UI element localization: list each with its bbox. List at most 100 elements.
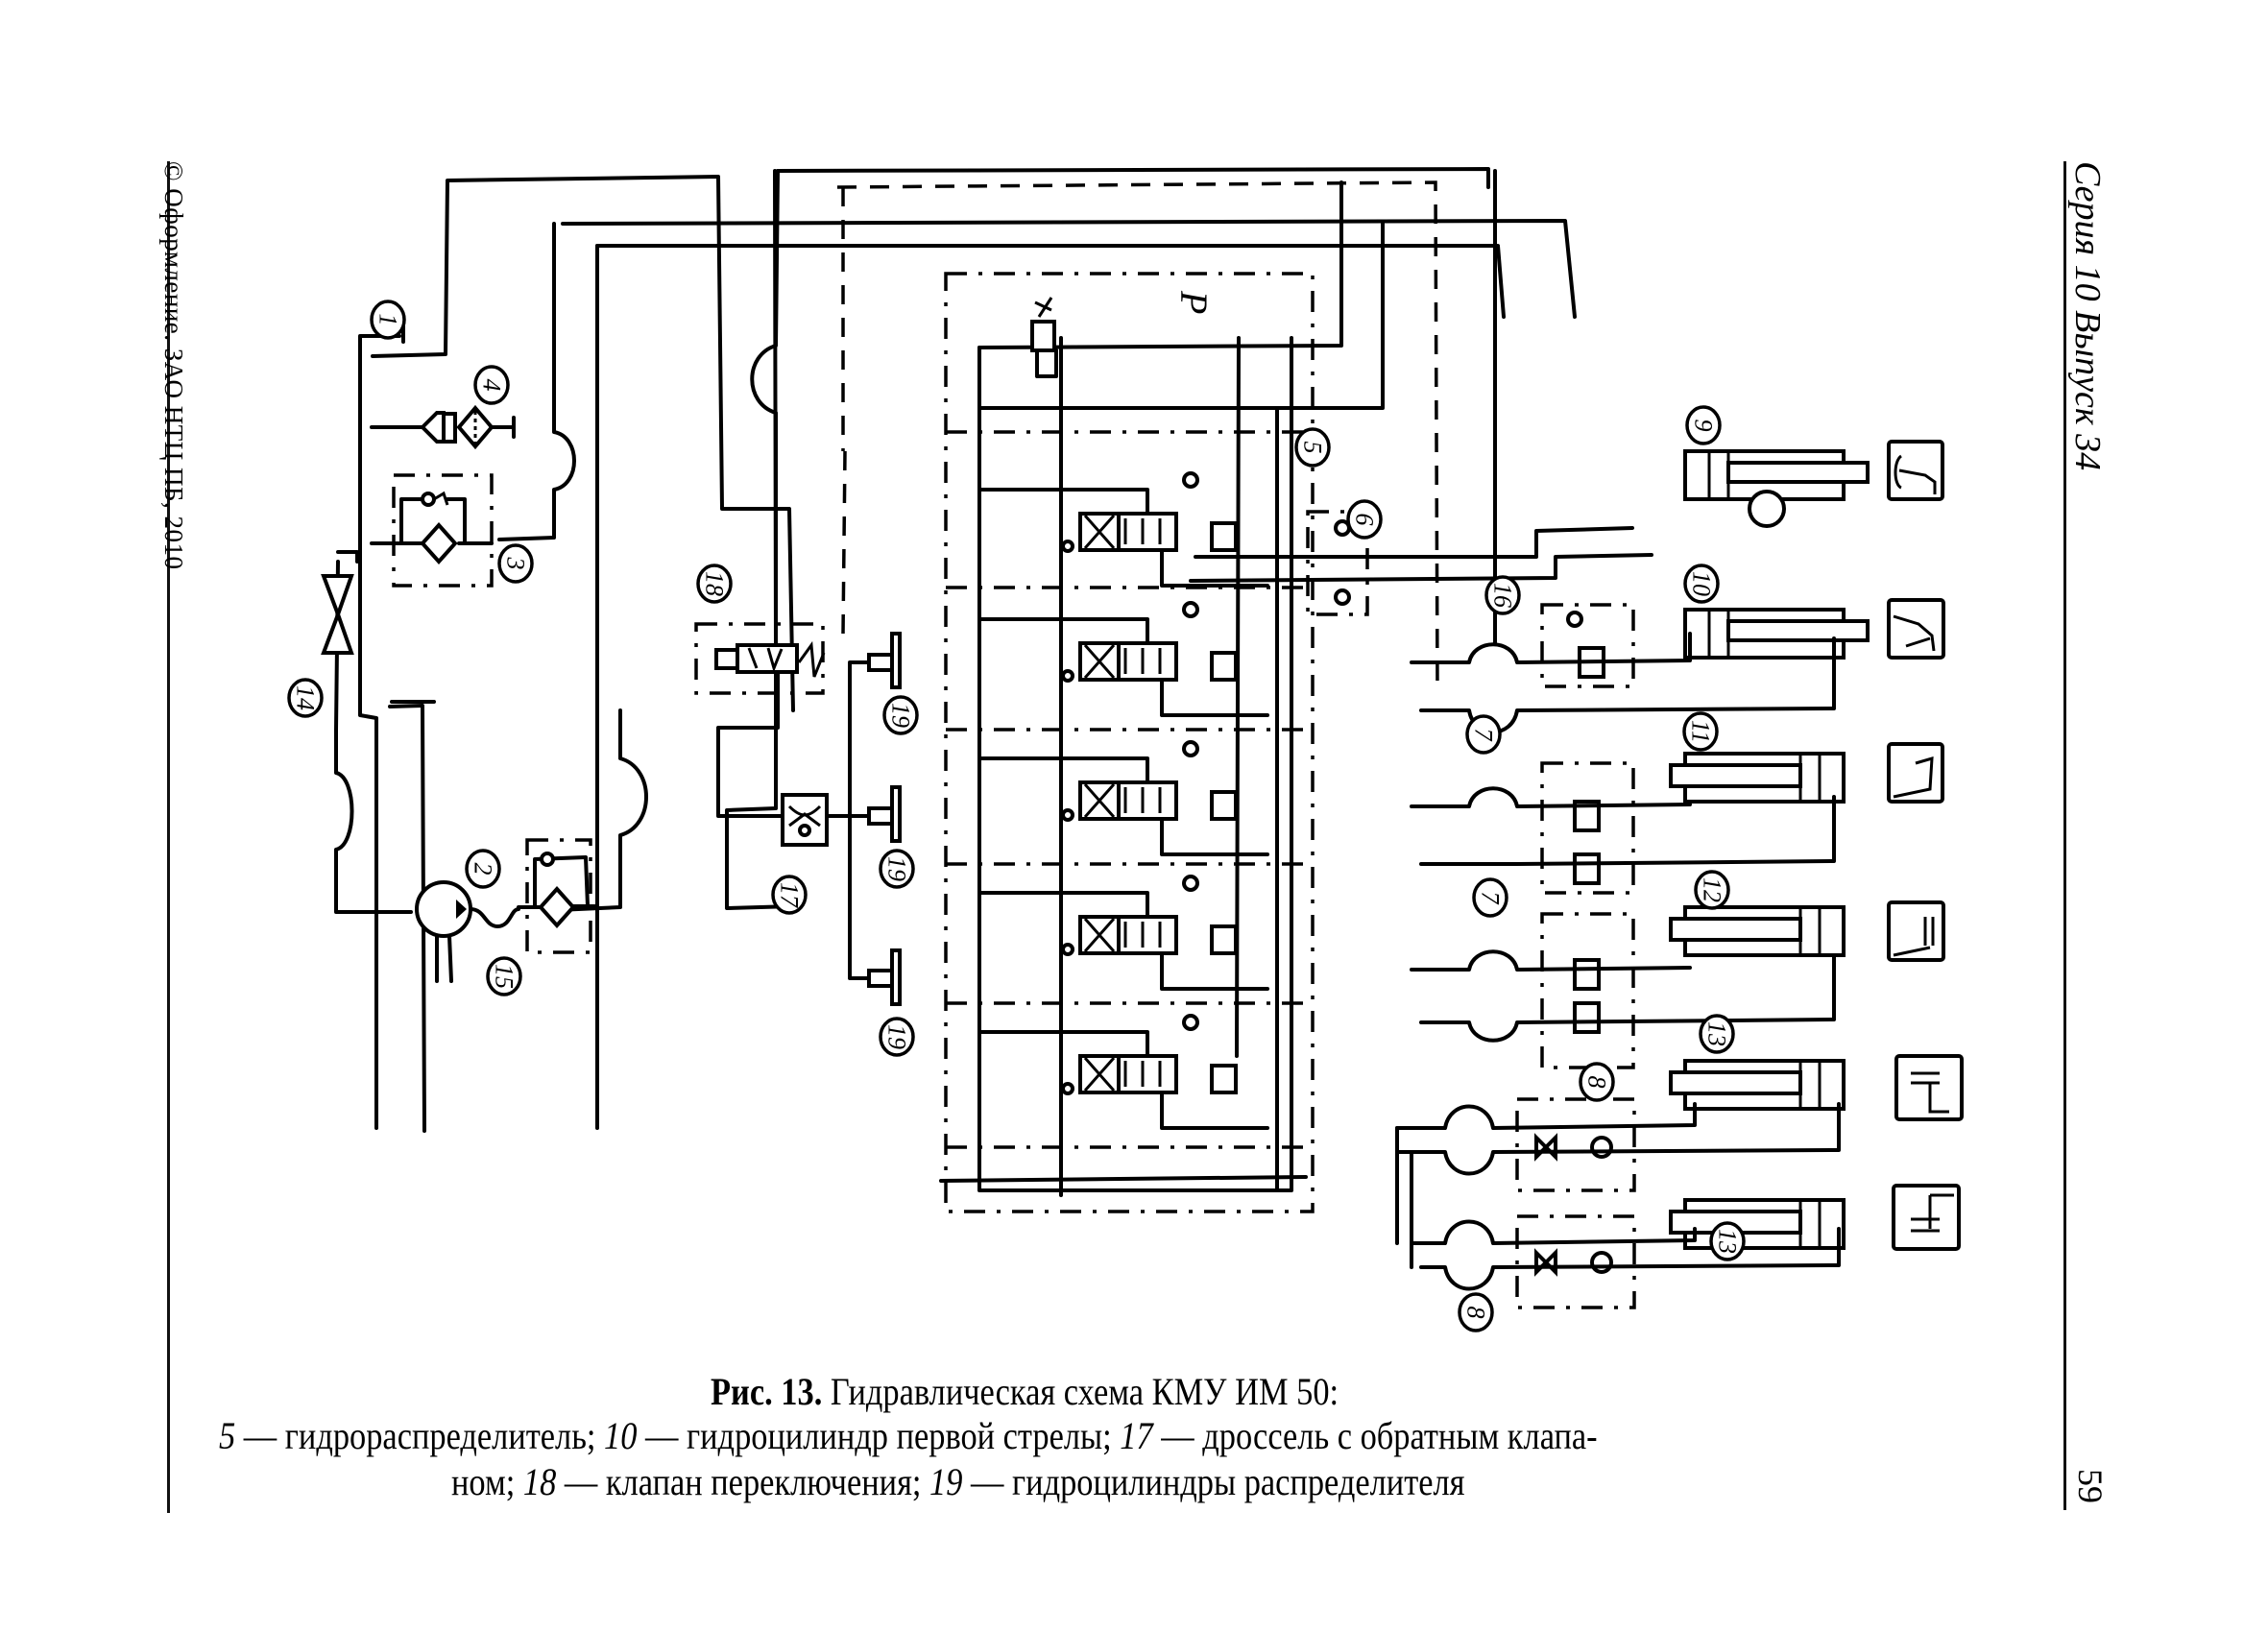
figure-title: Гидравлическая схема КМУ ИМ 50:: [822, 1370, 1339, 1413]
pressure-filter-15: [517, 838, 597, 954]
position-label: 19: [879, 1017, 915, 1057]
function-icons: [1887, 440, 1964, 1251]
position-label: 11: [1682, 711, 1719, 752]
position-label: 16: [1484, 575, 1521, 615]
hydraulic-cylinder: [1669, 905, 1846, 957]
legend-text: — гидроцилиндр первой стрелы;: [637, 1414, 1121, 1457]
second-boom-icon: [1887, 742, 1944, 804]
position-label-number: 15: [491, 964, 519, 989]
outrigger-right-icon: [1892, 1184, 1961, 1251]
legend-num: 17: [1120, 1414, 1153, 1457]
hydraulic-cylinder: [1669, 1059, 1846, 1111]
position-label-number: 7: [1477, 892, 1505, 905]
page-number: 59: [2071, 1469, 2110, 1503]
legend-text: — гидрораспределитель;: [235, 1414, 605, 1457]
legend-text: — дроссель с обратным клапа-: [1152, 1414, 1598, 1457]
position-label-number: 18: [701, 571, 729, 596]
position-label: 6: [1346, 499, 1383, 540]
position-label-number: 17: [776, 882, 804, 908]
hydraulic-locks-8: [1395, 1097, 1841, 1309]
legend-text: ном;: [451, 1460, 523, 1503]
position-label-number: 6: [1351, 514, 1379, 526]
position-label: 13: [1699, 1014, 1735, 1054]
outrigger-left-icon: [1894, 1054, 1964, 1121]
telescope-icon: [1887, 900, 1945, 962]
pump-2: [415, 880, 520, 983]
spool-section: [977, 601, 1269, 717]
slewing-motor: [1748, 490, 1786, 528]
spool-section: [977, 875, 1269, 991]
left-margin-rule: [167, 161, 170, 1513]
position-label-number: 8: [1462, 1307, 1490, 1319]
position-label: 13: [1709, 1221, 1746, 1261]
hydraulic-cylinder: [1683, 608, 1870, 660]
position-label-number: 16: [1489, 583, 1517, 608]
position-label: 7: [1465, 714, 1502, 755]
legend-text: — клапан переключения;: [556, 1460, 930, 1503]
figure-caption-title: Рис. 13. Гидравлическая схема КМУ ИМ 50:: [711, 1373, 1339, 1411]
position-label-number: 13: [1714, 1229, 1742, 1254]
hydraulic-cylinder: [1669, 752, 1846, 804]
hydraulic-schematic: P: [287, 167, 1964, 1332]
position-label-number: 11: [1687, 720, 1715, 743]
position-label: 14: [287, 678, 324, 718]
legend-num: 10: [604, 1414, 638, 1457]
position-label: 7: [1472, 877, 1508, 918]
position-label: 15: [486, 956, 522, 996]
legend-num: 5: [219, 1414, 236, 1457]
actuator-cylinders: [1669, 449, 1870, 1250]
legend-text: — гидроцилиндры распределителя: [962, 1460, 1465, 1503]
position-label-number: 7: [1470, 729, 1498, 742]
position-label: 9: [1685, 405, 1722, 445]
position-label: 12: [1694, 870, 1730, 910]
position-label: 2: [465, 849, 501, 889]
supply-lines: [334, 167, 1577, 1133]
position-label-number: 19: [883, 856, 911, 881]
legend-num: 19: [929, 1460, 963, 1503]
spool-sections: [977, 471, 1269, 1130]
legend-num: 18: [522, 1460, 557, 1503]
position-label-number: 12: [1699, 877, 1726, 902]
position-label-number: 8: [1583, 1076, 1611, 1089]
hydraulic-cylinder: [1683, 449, 1870, 501]
pressure-port-letter: P: [1172, 290, 1216, 314]
position-label-number: 13: [1703, 1021, 1731, 1046]
air-filter-4: [370, 404, 516, 450]
position-label-number: 4: [478, 379, 506, 392]
figure-caption-legend-line-2: ном; 18 — клапан переключения; 19 — гидр…: [451, 1463, 1465, 1501]
position-label: 18: [696, 564, 733, 604]
spool-section: [977, 740, 1269, 856]
position-label-number: 1: [374, 314, 402, 326]
position-label-number: 5: [1299, 442, 1327, 454]
shuttle-valve-6: [1189, 510, 1653, 616]
position-label: 4: [473, 365, 510, 405]
throttle-check-17: [781, 793, 829, 847]
right-margin-rule: [2063, 161, 2066, 1510]
position-label-number: 3: [502, 557, 530, 570]
position-label: 19: [882, 695, 919, 735]
return-filter-3: [370, 473, 494, 588]
distributor-cylinders-19: [825, 632, 902, 1006]
switching-valve-18: [694, 169, 847, 818]
position-label: 1: [370, 300, 406, 340]
figure-caption-legend-line-1: 5 — гидрораспределитель; 10 — гидроцилин…: [219, 1417, 1598, 1455]
position-label-number: 14: [292, 685, 320, 710]
position-label: 3: [497, 543, 534, 584]
position-label-number: 10: [1688, 571, 1716, 596]
spool-section: [977, 471, 1269, 588]
position-label: 19: [879, 849, 915, 889]
distributor-block-5: P: [836, 180, 1439, 1213]
position-label: 17: [771, 875, 808, 915]
spool-section: [977, 1014, 1269, 1130]
position-label-number: 19: [883, 1024, 911, 1049]
hydraulic-cylinder: [1669, 1198, 1846, 1250]
position-label: 5: [1294, 427, 1331, 468]
slewing-icon: [1887, 440, 1944, 501]
figure-number: Рис. 13.: [711, 1370, 823, 1413]
position-label: 8: [1579, 1062, 1615, 1102]
first-boom-icon: [1887, 598, 1945, 660]
valve-14: [321, 550, 359, 732]
position-label-number: 9: [1690, 420, 1718, 432]
position-label-number: 19: [887, 703, 915, 728]
